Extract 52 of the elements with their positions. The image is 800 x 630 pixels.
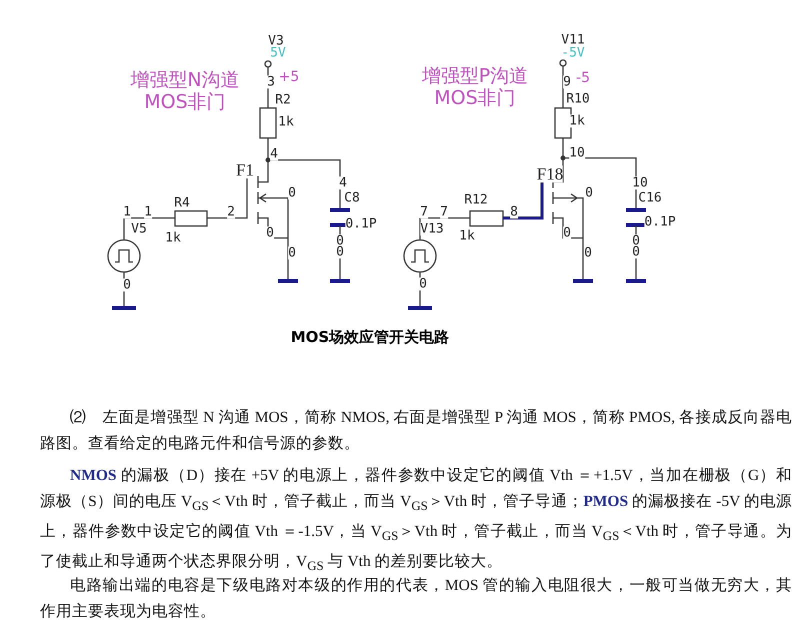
component-label: F18 [536, 166, 564, 182]
net-label: -5 [576, 71, 590, 85]
pin-label: 0 [632, 234, 640, 248]
pin-label: 3 [267, 76, 275, 88]
pin-label: 0 [288, 186, 296, 200]
pin-label: 7 [440, 206, 448, 218]
pin-label: R10 [566, 92, 590, 106]
pin-label: 8 [510, 206, 518, 218]
pin-label: 0 [336, 234, 344, 248]
pin-label: C8 [344, 192, 360, 204]
pin-label: 0 [266, 226, 274, 240]
pin-label: 0.1P [345, 218, 377, 230]
pin-label: 4 [339, 176, 347, 190]
pin-label: 10 [632, 176, 648, 190]
pin-label: 1 [144, 206, 152, 218]
pin-label: 1k [459, 230, 475, 242]
pin-label: 0 [563, 226, 571, 240]
pin-label: 9 [563, 76, 571, 88]
pin-label: 7 [420, 206, 428, 218]
caption: MOS场效应管开关电路 [290, 328, 450, 347]
pin-label: 0 [585, 186, 593, 200]
pin-label: R12 [464, 194, 488, 206]
component-label: F1 [236, 162, 254, 178]
pin-label: 1 [123, 206, 131, 218]
paragraph: NMOS 的漏极（D）接在 +5V 的电源上，器件参数中设定它的阈值 Vth ＝+1.5V，当加在栅极（G）和源极（S）间的电压 V$_{GS}$＜Vth 时，管子截止，而当 V$_{GS}$＞Vth 时，管子导通；PMOS 的漏极接在 -5V 的电源上，器件参数中设定它的阈值 Vth ＝-1.5V，当 V$_{GS}$＞Vth 时，管子截止，而当 V$_{GS}$＜Vth 时，管子导通。为了使截止和导通两个状态界限分明，V$_{GS}$ 与 Vth 的差别要比较大。 [40, 466, 792, 576]
pin-label: 0 [632, 246, 640, 258]
circuit-title: 增强型N沟道MOS非门 [129, 70, 241, 114]
voltage-value: 5V [270, 46, 286, 60]
pin-label: 0 [123, 278, 131, 292]
pin-label: 0 [336, 246, 344, 258]
pin-label: 2 [227, 206, 235, 218]
pin-label: V11 [561, 34, 585, 46]
pin-label: 10 [569, 146, 585, 160]
pin-label: V3 [268, 34, 284, 48]
pin-label: 0 [288, 246, 296, 260]
pin-label: V13 [420, 222, 444, 236]
pin-label: 1k [278, 116, 294, 128]
pin-label: 4 [270, 148, 278, 160]
net-label: +5 [278, 70, 300, 84]
paragraph: 电路输出端的电容是下级电路对本级的作用的代表，MOS 管的输入电阻很大，一般可当做无穷大，其作用主要表现为电容性。 [40, 576, 792, 622]
pin-label: 0 [419, 278, 427, 290]
pin-label: 0.1P [644, 216, 676, 228]
pin-label: V5 [131, 222, 147, 236]
pin-label: 1k [569, 114, 585, 128]
pin-label: R2 [275, 94, 291, 106]
paragraph: ⑵ 左面是增强型 N 沟通 MOS，简称 NMOS, 右面是增强型 P 沟通 MOS，简称 PMOS, 各接成反向器电路图。查看给定的电路元件和信号源的参数。 [40, 408, 792, 454]
circuit-title: 增强型P沟道MOS非门 [420, 66, 530, 110]
pin-label: 0 [584, 246, 592, 260]
pin-label: 1k [165, 232, 181, 244]
pin-label: R4 [174, 196, 190, 210]
voltage-value: -5V [561, 46, 585, 60]
pin-label: C16 [638, 192, 662, 204]
